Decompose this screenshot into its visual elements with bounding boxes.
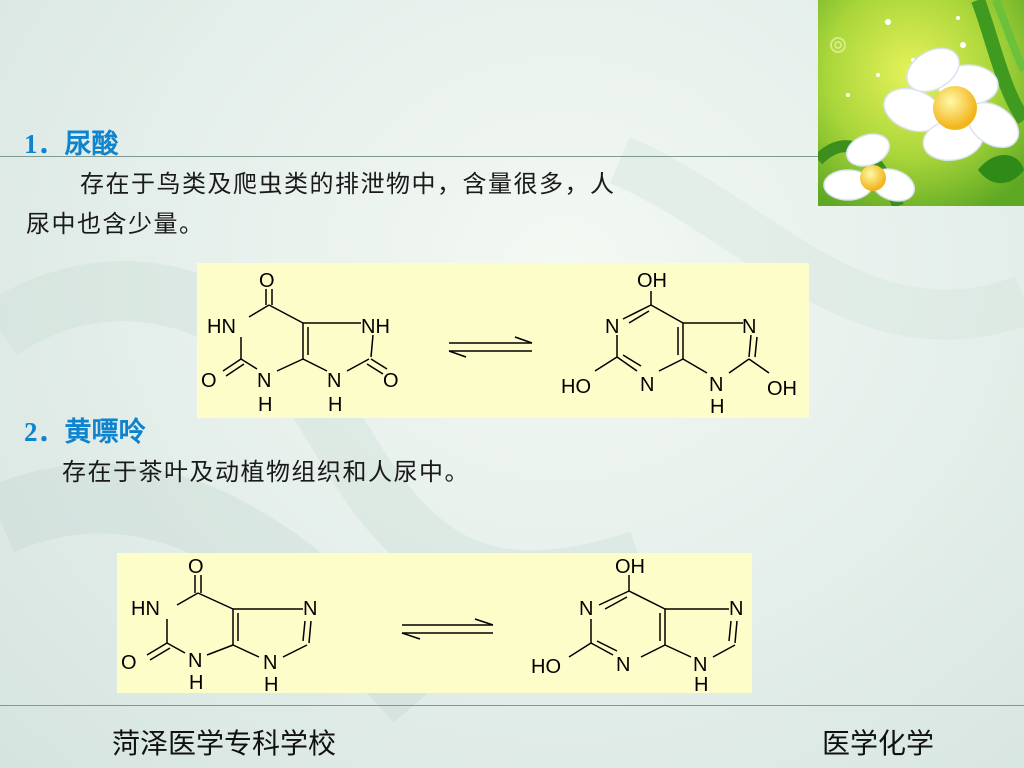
atom-label: OH xyxy=(615,556,645,578)
section1-paragraph-line2: 尿中也含少量。 xyxy=(26,210,205,238)
atom-label: N xyxy=(188,650,202,672)
atom-label: O xyxy=(121,652,137,674)
atom-label: N xyxy=(709,374,723,396)
atom-label: O xyxy=(201,370,217,392)
atom-label: N xyxy=(263,652,277,674)
section1-heading: 1．尿酸 xyxy=(24,129,119,159)
atom-label: H xyxy=(258,394,272,416)
atom-label: N xyxy=(729,598,743,620)
atom-label: N xyxy=(303,598,317,620)
atom-label: N xyxy=(616,654,630,676)
xanthine-structure-panel: O HN N O N H N H OH N N HO N N H xyxy=(117,553,752,693)
atom-label: O xyxy=(259,270,275,292)
atom-label: H xyxy=(189,672,203,693)
uric-acid-structure-panel: O HN NH O N H N H O OH N N HO N N H OH xyxy=(197,263,809,418)
atom-label: HN xyxy=(207,316,236,338)
top-divider xyxy=(0,156,818,157)
atom-label: H xyxy=(264,674,278,693)
atom-label: N xyxy=(640,374,654,396)
atom-label: O xyxy=(383,370,399,392)
atom-label: H xyxy=(710,396,724,418)
atom-label: HO xyxy=(561,376,591,398)
section2-paragraph: 存在于茶叶及动植物组织和人尿中。 xyxy=(62,458,470,486)
atom-label: N xyxy=(257,370,271,392)
bottom-divider xyxy=(0,705,1024,706)
atom-label: N xyxy=(579,598,593,620)
atom-label: HO xyxy=(531,656,561,678)
atom-label: OH xyxy=(767,378,797,400)
atom-label: N xyxy=(693,654,707,676)
atom-label: H xyxy=(694,674,708,693)
atom-label: OH xyxy=(637,270,667,292)
footer-course-name: 医学化学 xyxy=(822,727,935,760)
section2-heading: 2．黄嘌呤 xyxy=(24,417,146,447)
atom-label: H xyxy=(328,394,342,416)
section1-paragraph-line1: 存在于鸟类及爬虫类的排泄物中，含量很多，人 xyxy=(80,170,616,198)
atom-label: O xyxy=(188,556,204,578)
flower-image xyxy=(818,0,1024,206)
atom-label: NH xyxy=(361,316,390,338)
atom-label: N xyxy=(327,370,341,392)
atom-label: HN xyxy=(131,598,160,620)
atom-label: N xyxy=(605,316,619,338)
atom-label: N xyxy=(742,316,756,338)
footer-school-name: 菏泽医学专科学校 xyxy=(112,727,337,760)
